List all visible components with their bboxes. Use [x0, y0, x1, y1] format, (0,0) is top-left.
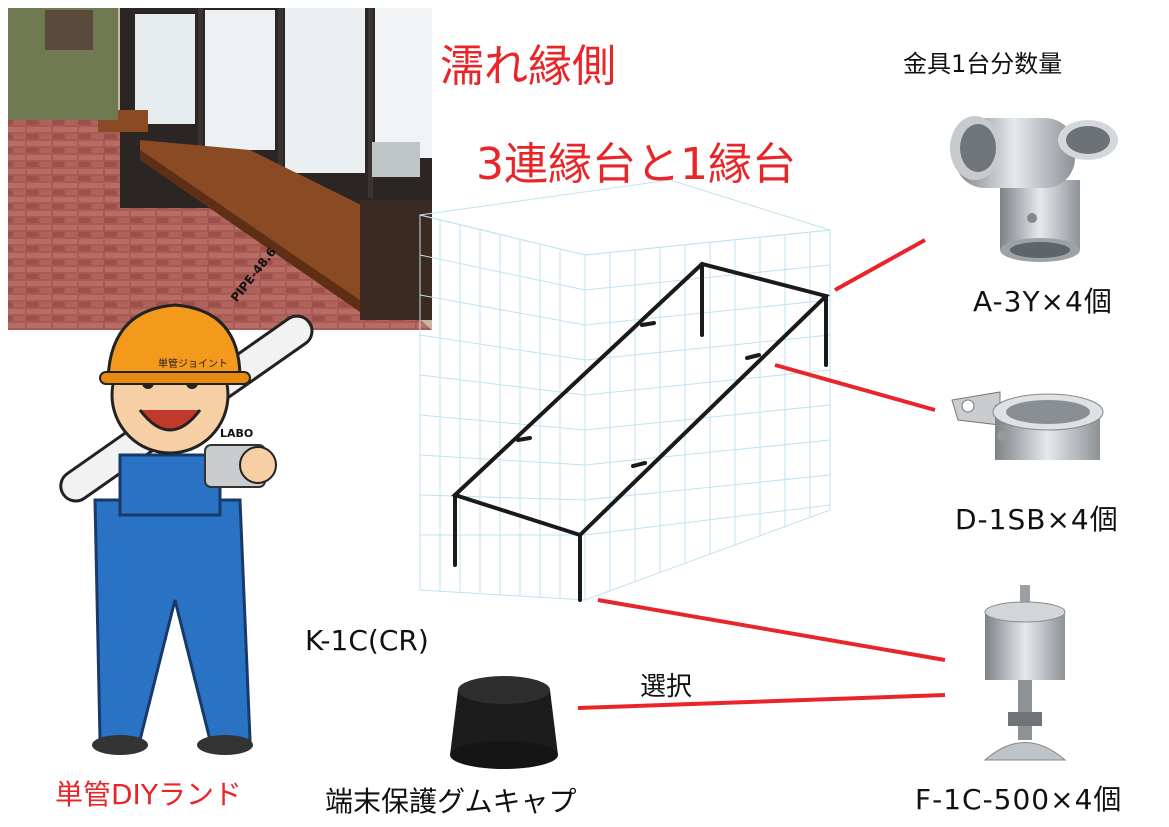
title-line1: 濡れ縁側 [440, 41, 616, 92]
rubber-cap-label: 端末保護グムキャプ [325, 785, 577, 818]
part-a3y-label: A-3Y×4個 [973, 285, 1113, 318]
quantity-heading: 金具1台分数量 [903, 50, 1063, 78]
joint-label: LABO [220, 427, 254, 440]
part-f1c-label: F-1C-500×4個 [915, 783, 1123, 816]
part-d1sb-label: D-1SB×4個 [955, 503, 1119, 536]
part-k1c-label: K-1C(CR) [305, 624, 429, 657]
helmet-label: 単管ジョイント [158, 359, 228, 370]
brand-name: 単管DIYランド [55, 778, 242, 811]
title-line2: 3連縁台と1縁台 [476, 139, 796, 190]
select-label: 選択 [640, 672, 693, 702]
